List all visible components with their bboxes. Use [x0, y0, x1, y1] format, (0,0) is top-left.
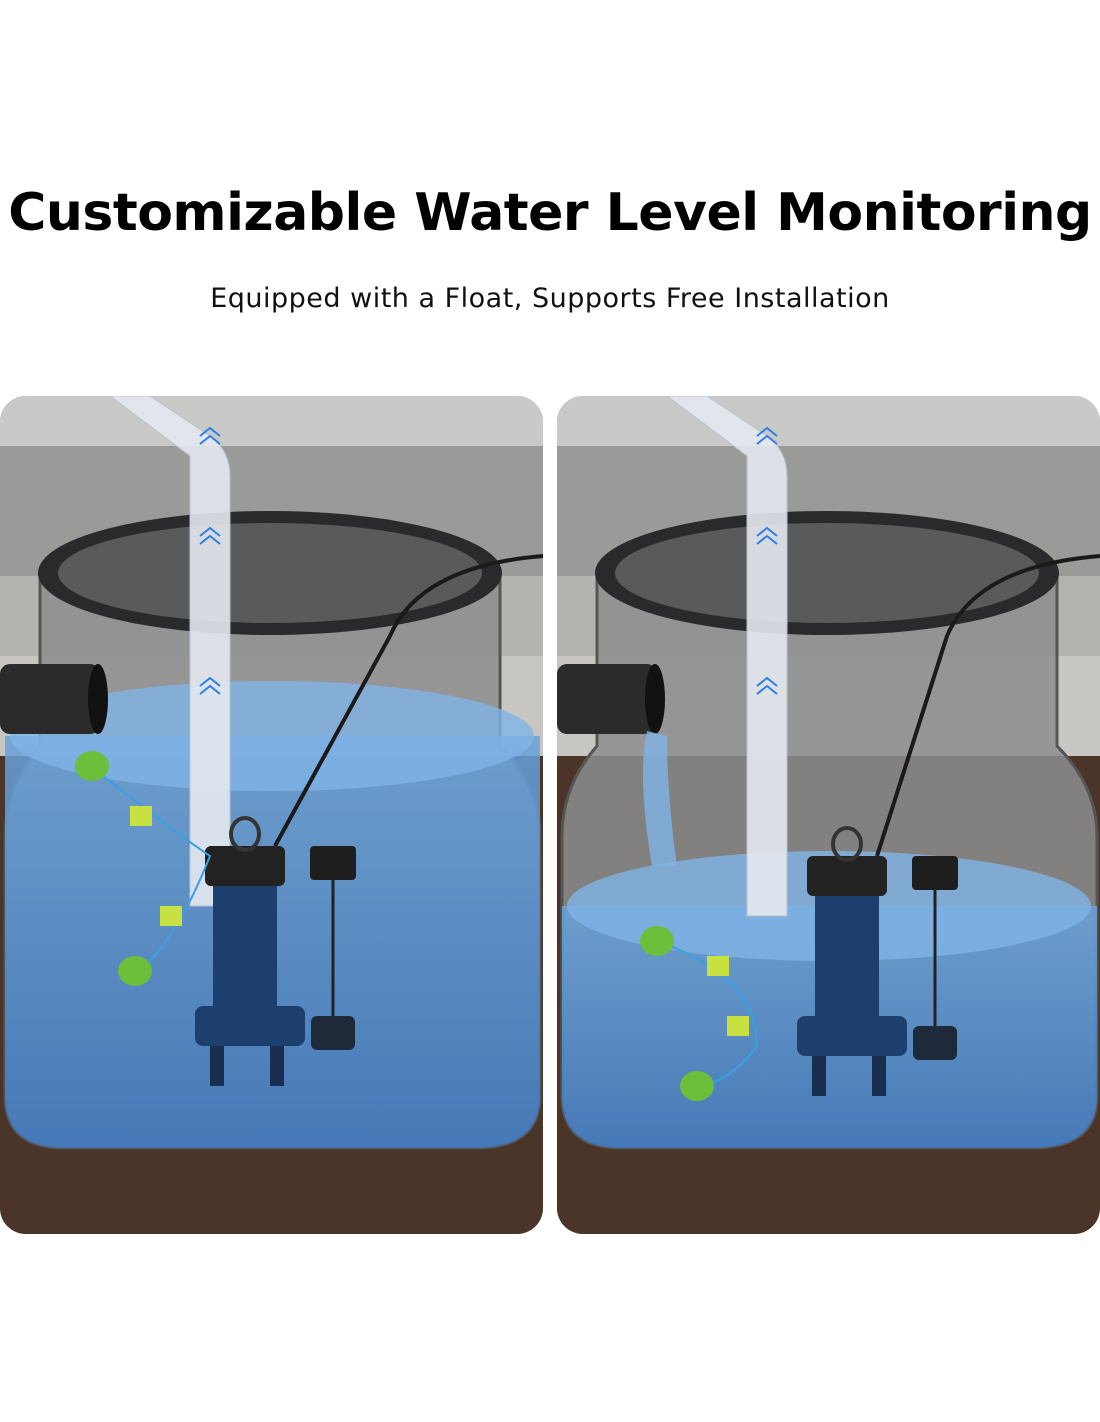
inlet-pipe	[0, 664, 100, 734]
sump-pump	[797, 826, 907, 1096]
sump-pump	[195, 816, 305, 1086]
inlet-pipe-end	[645, 664, 665, 734]
water-surface	[10, 681, 534, 791]
inlet-pipe-end	[88, 664, 108, 734]
sump-illustration-low-water	[557, 396, 1100, 1234]
tethered-float-switch	[75, 751, 212, 986]
vertical-float-switch	[310, 846, 356, 1050]
page-subtitle: Equipped with a Float, Supports Free Ins…	[210, 283, 890, 314]
ceiling	[557, 396, 1100, 446]
power-cord	[273, 554, 543, 847]
sump-illustration-high-water	[0, 396, 543, 1234]
ceiling	[0, 396, 543, 446]
vertical-float-switch	[912, 856, 958, 1060]
tethered-float-switch	[640, 926, 759, 1101]
inflow-stream	[643, 731, 677, 866]
inlet-pipe	[557, 664, 657, 734]
power-cord	[875, 554, 1100, 857]
tank-opening	[58, 523, 482, 623]
page-title: Customizable Water Level Monitoring	[8, 183, 1092, 243]
tank-opening	[615, 523, 1039, 623]
